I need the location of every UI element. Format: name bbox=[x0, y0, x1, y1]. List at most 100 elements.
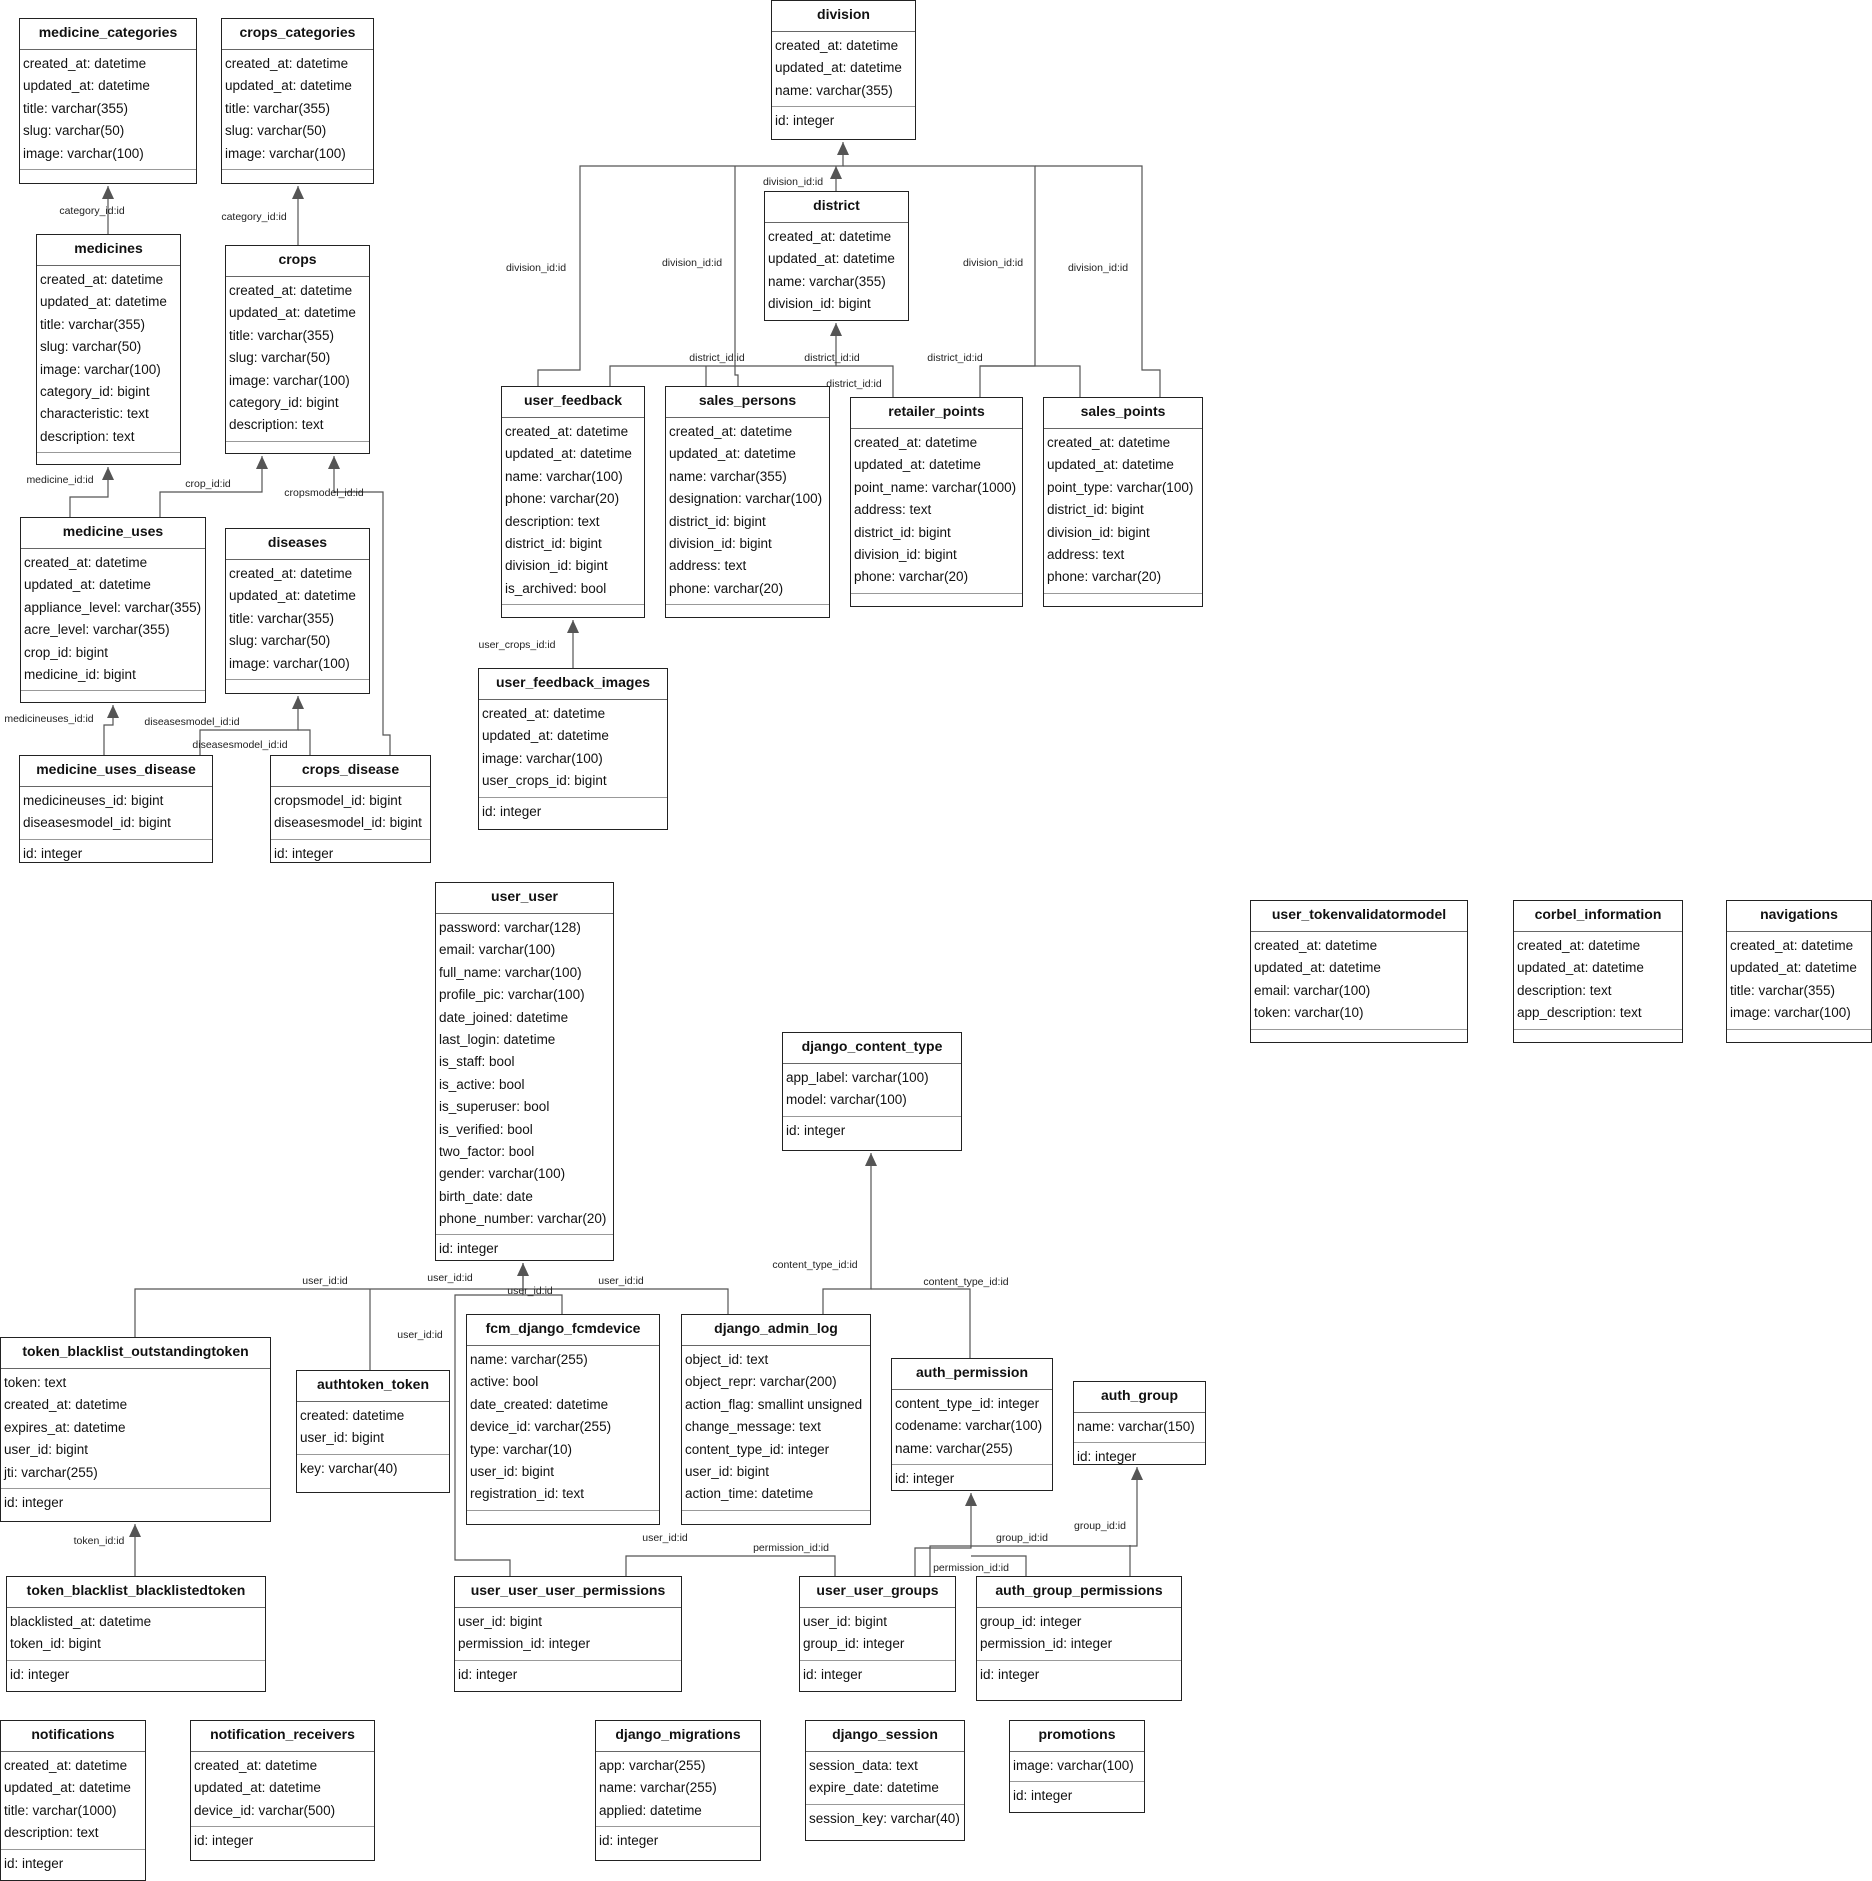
entity-field: division_id: bigint bbox=[669, 535, 772, 551]
entity-field: created_at: datetime bbox=[229, 283, 353, 298]
relationship-label: token_id:id bbox=[73, 1534, 125, 1547]
entity-key: id: integer bbox=[1013, 1788, 1073, 1804]
entity-field: token_id: bigint bbox=[10, 1636, 101, 1652]
entity-keys: id: integer bbox=[479, 798, 667, 823]
relationship-label: division_id:id bbox=[762, 175, 824, 188]
entity-keys: id: integer bbox=[1, 1850, 145, 1875]
entity-title: crops_categories bbox=[222, 19, 373, 50]
entity-field: user_id: bigint bbox=[685, 1463, 770, 1479]
entity-field: description: text bbox=[1517, 982, 1612, 998]
entity-field: codename: varchar(100) bbox=[895, 1418, 1043, 1434]
entity-title: district bbox=[765, 192, 908, 223]
entity-field: title: varchar(355) bbox=[229, 610, 335, 626]
entity-field: created_at: datetime bbox=[40, 272, 164, 287]
entity-field: phone_number: varchar(20) bbox=[439, 1211, 607, 1227]
entity-field: created_at: datetime bbox=[482, 706, 606, 721]
entity-field: medicineuses_id: bigint bbox=[23, 793, 164, 808]
entity-title: notifications bbox=[1, 1721, 145, 1752]
entity-key: id: integer bbox=[895, 1471, 955, 1487]
entity-field: created_at: datetime bbox=[4, 1758, 128, 1773]
relationship-line bbox=[522, 1263, 563, 1314]
relationship-line bbox=[625, 1555, 836, 1576]
relationship-line bbox=[537, 142, 844, 386]
entity-keys bbox=[20, 170, 196, 183]
arrowhead-icon bbox=[830, 166, 842, 179]
entity-field: created_at: datetime bbox=[854, 435, 978, 450]
relationship-label: user_id:id bbox=[397, 1328, 443, 1341]
entity-title: medicine_categories bbox=[20, 19, 196, 50]
entity-field: slug: varchar(50) bbox=[229, 350, 331, 366]
entity-title: medicine_uses bbox=[21, 518, 205, 549]
entity-field: jti: varchar(255) bbox=[4, 1464, 98, 1480]
relationship-line bbox=[971, 1555, 1027, 1576]
arrowhead-icon bbox=[256, 456, 268, 469]
entity-field: token: text bbox=[4, 1375, 67, 1390]
entity-field: object_id: text bbox=[685, 1352, 769, 1367]
relationship-line bbox=[609, 323, 837, 386]
entity-keys bbox=[1514, 1030, 1682, 1042]
entity-field: model: varchar(100) bbox=[786, 1092, 907, 1108]
relationship-label: medicine_id:id bbox=[26, 473, 94, 486]
relationship-line bbox=[454, 1294, 523, 1576]
entity-field: description: text bbox=[505, 513, 600, 529]
entity-field: image: varchar(100) bbox=[225, 145, 346, 161]
entity-field: updated_at: datetime bbox=[854, 457, 981, 473]
entity-title: django_admin_log bbox=[682, 1315, 870, 1346]
relationship-label: user_id:id bbox=[302, 1274, 348, 1287]
entity-field: address: text bbox=[669, 558, 747, 574]
entity-title: auth_group_permissions bbox=[977, 1577, 1181, 1608]
entity-keys: id: integer bbox=[436, 1235, 613, 1260]
relationship-label: division_id:id bbox=[962, 256, 1024, 269]
entity-field: updated_at: datetime bbox=[505, 446, 632, 462]
entity-field: description: text bbox=[4, 1825, 99, 1841]
entity-field: title: varchar(355) bbox=[229, 327, 335, 343]
relationship-line bbox=[159, 456, 263, 517]
arrowhead-icon bbox=[567, 620, 579, 633]
entity-field: created_at: datetime bbox=[669, 424, 793, 439]
relationship-line bbox=[822, 1153, 872, 1314]
entity-field: title: varchar(1000) bbox=[4, 1802, 117, 1818]
